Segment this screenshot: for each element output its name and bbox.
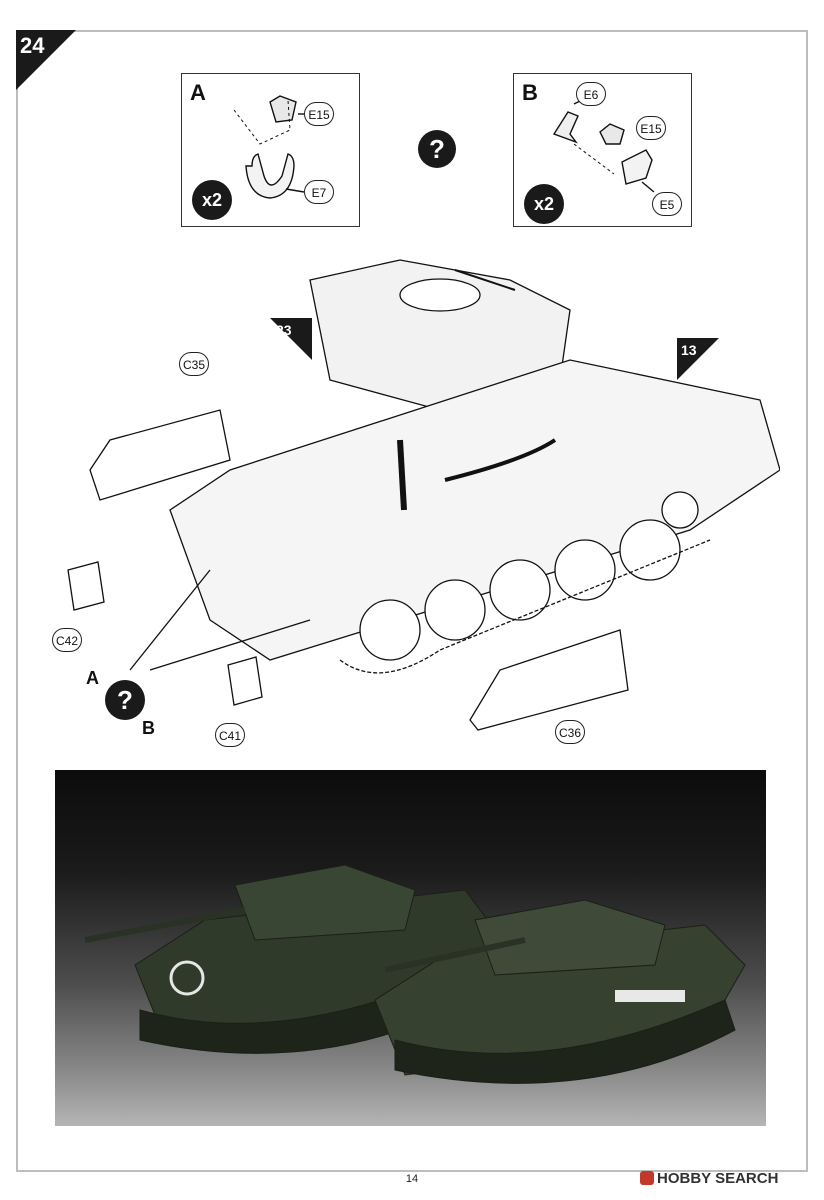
variant-question-icon: ? [105,680,145,720]
step-ref-23: 23 [276,322,292,338]
callout-e7: E7 [304,180,334,204]
inset-a-letter: A [190,80,206,105]
callout-e15-a: E15 [304,102,334,126]
tank-photo-illustration [84,864,746,1084]
step-badge [16,30,76,90]
variant-letter-b: B [142,718,155,738]
inset-a: A x2 E15 E7 [181,73,360,227]
variant-letter-a: A [86,668,99,688]
inset-b-drawing [552,95,655,193]
step-ref-13: 13 [681,342,697,358]
page-number: 14 [405,1173,419,1185]
inset-b: B x2 E6 E15 E5 [513,73,692,227]
watermark-text: HOBBY SEARCH [657,1170,779,1187]
callout-e15-b: E15 [636,116,666,140]
inset-a-drawing [233,95,306,199]
callout-e6: E6 [576,82,606,106]
callout-e5: E5 [652,192,682,216]
hobby-search-logo-icon [640,1171,654,1185]
watermark: HOBBY SEARCH [640,1170,778,1187]
step-number: 24 [20,33,45,58]
callout-c36: C36 [555,720,586,744]
built-model-photo [55,770,766,1126]
callout-c42: C42 [52,628,83,652]
callout-c35: C35 [179,352,210,376]
callout-c41: C41 [215,723,246,747]
question-icon: ? [418,130,456,168]
inset-b-letter: B [522,80,538,105]
tank-assembly-drawing [67,259,780,731]
step-ref-13-badge [677,338,719,380]
inset-a-multiplier: x2 [192,180,232,220]
inset-b-multiplier: x2 [524,184,564,224]
step-ref-23-badge [270,318,312,360]
